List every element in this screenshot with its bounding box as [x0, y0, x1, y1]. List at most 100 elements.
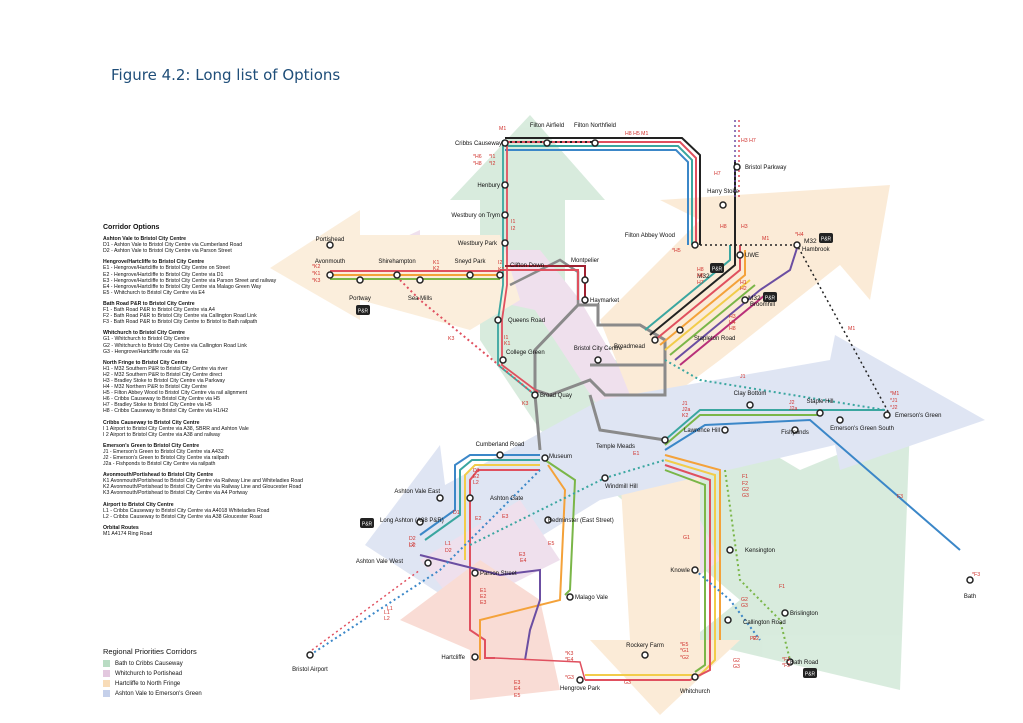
- station-marker-whitchurch: [691, 673, 699, 681]
- route-code-i1a: *I1: [489, 154, 495, 160]
- route-code-h6b: H6: [697, 273, 704, 279]
- legend-group-name: Hengrove/Hartcliffe to Bristol City Cent…: [103, 259, 205, 266]
- station-label-ashton-vale-east: Ashton Vale East: [394, 489, 440, 495]
- route-code-i1c: I1: [504, 335, 508, 341]
- route-code-f2c: F2: [753, 636, 759, 642]
- corridor-swatch: [103, 680, 110, 687]
- route-code-k3a: *K3: [312, 278, 320, 284]
- corridor-label: Hartcliffe to North Fringe: [115, 680, 181, 687]
- station-label-brislington: Brislington: [790, 611, 818, 617]
- station-marker-emersons-green-south: [836, 416, 844, 424]
- station-label-portishead: Portishead: [316, 237, 345, 243]
- station-marker-emersons-green: [883, 411, 891, 419]
- line-orange-ne: [659, 250, 746, 346]
- line-teal-east: [664, 409, 885, 441]
- station-marker-temple-meads: [661, 436, 669, 444]
- legend-option: G3 - Hengrove/Hartcliffe route via G2: [103, 348, 189, 355]
- station-label-broomhill: Broomhill: [750, 302, 775, 308]
- station-marker-ashton-vale-west: [424, 559, 432, 567]
- station-marker-hengrove-park: [576, 676, 584, 684]
- route-code-e4b: *E4: [565, 657, 573, 663]
- route-code-k2c: K2: [682, 413, 688, 419]
- route-code-h8c: H8: [697, 267, 704, 273]
- route-code-e4c: E4: [514, 686, 520, 692]
- route-code-g2d: G2: [733, 658, 740, 664]
- route-code-h3c: H3: [729, 314, 736, 320]
- station-marker-long-ashton: [416, 518, 424, 526]
- station-marker-brislington: [781, 609, 789, 617]
- city-centre-connector-3: [533, 394, 542, 451]
- station-marker-bristol-city-centre: [594, 356, 602, 364]
- legend-option: E3 - Hengrove/Hartcliffe to Bristol City…: [103, 277, 277, 284]
- station-marker-stapleton-road: [676, 326, 684, 334]
- line-dotted-j1: [664, 359, 886, 411]
- station-label-whitchurch: Whitchurch: [680, 689, 710, 695]
- corridor-swatch: [103, 690, 110, 697]
- route-code-k1a: *K1: [312, 271, 320, 277]
- station-marker-windmill-hill: [601, 474, 609, 482]
- corridor-options-legend: Corridor Options Ashton Vale to Bristol …: [103, 224, 318, 542]
- station-label-bristol-airport: Bristol Airport: [292, 667, 328, 673]
- route-code-g2b: G2: [741, 597, 748, 603]
- station-marker-clay-bottom: [746, 401, 754, 409]
- station-label-broad-quay: Broad Quay: [540, 393, 572, 399]
- route-code-k2a: *K2: [312, 264, 320, 270]
- park-and-ride-badge: [763, 292, 777, 302]
- station-marker-bath: [966, 576, 974, 584]
- line-red-hartcliffe: [494, 657, 586, 681]
- route-code-d1b: D1: [453, 510, 460, 516]
- route-code-k3b: K3: [448, 336, 454, 342]
- route-code-k2b: K2: [433, 266, 439, 272]
- legend-group: Avonmouth/Portishead to Bristol City Cen…: [103, 472, 318, 496]
- line-darkred-avon: [505, 265, 586, 300]
- route-code-j1: J1: [740, 374, 746, 380]
- station-label-knowle: Knowle: [670, 568, 690, 574]
- line-yellow-south: [585, 459, 716, 676]
- route-code-h3h7: H3 H7: [741, 138, 756, 144]
- station-marker-uwe: [736, 251, 744, 259]
- route-code-l1: L1: [445, 541, 451, 547]
- route-code-m1d: *M1: [890, 391, 899, 397]
- route-code-e2b: E2: [475, 516, 481, 522]
- route-code-e3b: E3: [519, 552, 525, 558]
- station-label-filton-abbey: Filton Abbey Wood: [625, 233, 675, 239]
- station-label-kensington: Kensington: [745, 548, 775, 554]
- route-code-g2: G2: [742, 487, 749, 493]
- station-label-parson-street: Parson Street: [480, 571, 517, 577]
- station-label-emersons-green: Emerson's Green: [895, 413, 942, 419]
- station-label-temple-meads: Temple Meads: [596, 444, 635, 450]
- station-label-ashton-vale-west: Ashton Vale West: [356, 559, 403, 565]
- route-code-h1: H1: [740, 280, 747, 286]
- route-code-l2c: L2: [384, 616, 390, 622]
- station-marker-cribbs: [501, 139, 509, 147]
- regional-corridors-title: Regional Priorities Corridors: [103, 647, 197, 656]
- route-code-h3b: H3: [741, 224, 748, 230]
- station-marker-broadmead: [651, 336, 659, 344]
- station-label-malago-vale: Malago Vale: [575, 595, 609, 601]
- route-code-l2: L2: [473, 480, 479, 486]
- line-green-east: [664, 414, 820, 446]
- legend-group: Hengrove/Hartcliffe to Bristol City Cent…: [103, 259, 318, 296]
- legend-option: I 1 Airport to Bristol City Centre via A…: [103, 425, 249, 432]
- station-label-staple-hill: Staple Hill: [806, 399, 833, 405]
- legend-option: D1 - Ashton Vale to Bristol City Centre …: [103, 242, 243, 249]
- station-label-harry-stoke: Harry Stoke: [707, 189, 739, 195]
- route-code-h8a: *H8: [473, 161, 482, 167]
- station-marker-broad-quay: [531, 391, 539, 399]
- station-label-callington-road: Callington Road: [743, 620, 786, 626]
- corridor-label: Ashton Vale to Emerson's Green: [115, 690, 202, 697]
- line-magenta-ne: [679, 294, 766, 366]
- legend-option: F2 - Bath Road P&R to Bristol City Centr…: [103, 313, 257, 320]
- station-marker-filton-abbey: [691, 241, 699, 249]
- station-label-henbury: Henbury: [477, 183, 500, 189]
- station-label-avonmouth: Avonmouth: [315, 259, 345, 265]
- route-code-e5b: E5: [514, 693, 520, 699]
- route-code-e5c: *E5: [680, 642, 688, 648]
- station-label-windmill-hill: Windmill Hill: [605, 484, 638, 490]
- route-code-e3c: E3: [480, 600, 486, 606]
